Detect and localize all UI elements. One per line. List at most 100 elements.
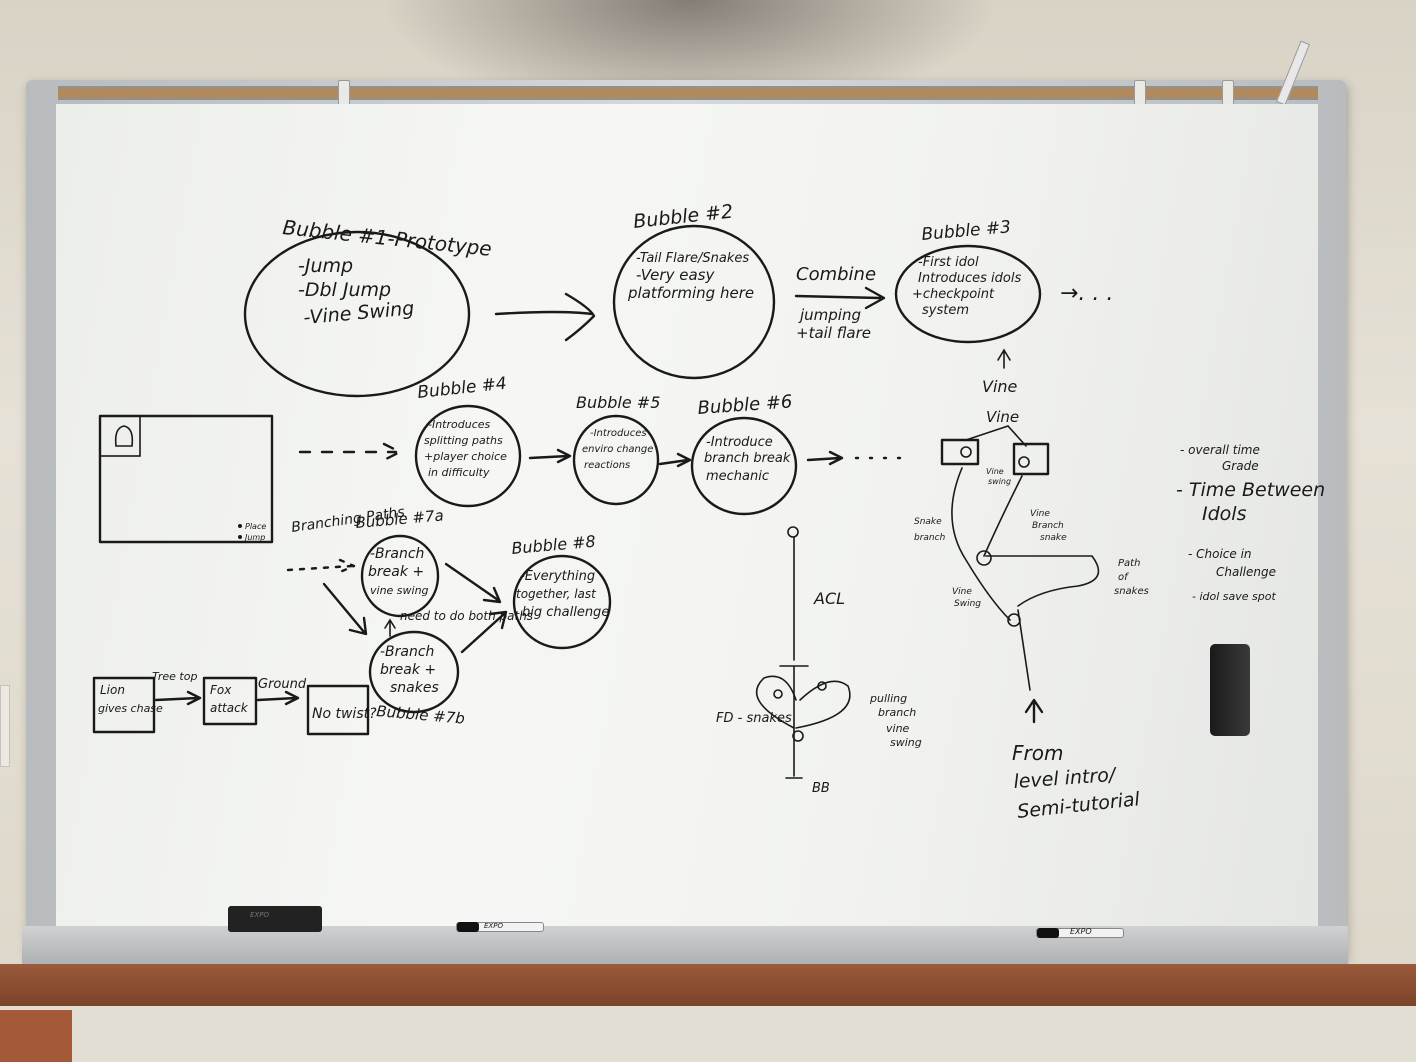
center-top-label: ACL bbox=[813, 589, 845, 608]
eraser-label: EXPO bbox=[250, 911, 269, 919]
bubble8-line: together, last bbox=[516, 587, 597, 601]
arrow-icon bbox=[494, 292, 596, 342]
arrow-icon bbox=[444, 562, 502, 604]
arrow-icon bbox=[154, 690, 202, 706]
diagram-line bbox=[779, 665, 809, 777]
bubble4-line: +player choice bbox=[424, 450, 507, 463]
bubble3-line: Introduces idols bbox=[918, 271, 1021, 286]
bubble7b-title: Bubble #7b bbox=[376, 702, 466, 728]
diagram-loop bbox=[755, 675, 797, 729]
right-label: Swing bbox=[954, 599, 981, 609]
bubble1-circle bbox=[243, 230, 471, 398]
right-from-text: level intro/ bbox=[1013, 764, 1119, 793]
bubble7b-line: -Branch bbox=[380, 644, 434, 660]
bubble5-title: Bubble #5 bbox=[576, 393, 660, 412]
eraser-icon bbox=[1210, 644, 1250, 736]
arrow-icon bbox=[256, 690, 300, 706]
note-line: - overall time bbox=[1180, 443, 1260, 457]
flow-box2-line: attack bbox=[210, 701, 249, 715]
map-legend: Place bbox=[245, 522, 266, 531]
arrow-icon bbox=[286, 558, 356, 574]
combine-line: +tail flare bbox=[796, 324, 871, 342]
note-line: Grade bbox=[1222, 459, 1259, 473]
bubble3-line: +checkpoint bbox=[912, 287, 995, 302]
legend-dot-icon bbox=[238, 535, 242, 539]
arrow-icon bbox=[528, 448, 572, 464]
bubble6-title: Bubble #6 bbox=[697, 391, 793, 419]
diagram-line bbox=[965, 425, 1027, 447]
bubble4-title: Bubble #4 bbox=[416, 374, 507, 403]
center-right-label: swing bbox=[890, 736, 922, 749]
bubble7b-circle bbox=[368, 630, 460, 714]
diagram-path bbox=[1017, 609, 1031, 691]
arrow-icon bbox=[322, 582, 368, 636]
right-label: Branch bbox=[1032, 521, 1064, 531]
arrow-icon bbox=[384, 618, 396, 637]
bubble2-line: -Tail Flare/Snakes bbox=[636, 251, 749, 266]
bubble3-circle bbox=[894, 244, 1042, 344]
center-right-label: pulling bbox=[869, 692, 907, 705]
bubble5-line: enviro change bbox=[582, 444, 653, 455]
note-line: Idols bbox=[1202, 503, 1247, 525]
diagram-node-icon bbox=[960, 446, 972, 458]
bubble8-title: Bubble #8 bbox=[511, 532, 597, 558]
bubble4-line: in difficulty bbox=[428, 466, 490, 479]
bubble7a-line: vine swing bbox=[370, 584, 429, 597]
wall-outlet bbox=[0, 685, 10, 767]
player-icon bbox=[114, 425, 134, 447]
right-box-left bbox=[940, 438, 980, 466]
flow-label1: Tree top bbox=[152, 670, 197, 683]
bubble7b-line: break + bbox=[380, 662, 436, 678]
marker-brand: EXPO bbox=[1070, 927, 1092, 936]
flow-box3: No twist? bbox=[312, 706, 377, 722]
arrow-icon bbox=[997, 348, 1011, 369]
level-map-box bbox=[98, 414, 274, 544]
marker-tray bbox=[22, 926, 1348, 970]
bubble6-line: branch break bbox=[704, 451, 791, 466]
marker-icon bbox=[1036, 928, 1124, 938]
center-left-label: FD - snakes bbox=[716, 711, 792, 726]
bubble6-line: mechanic bbox=[706, 469, 769, 484]
wall-bottom bbox=[0, 1006, 1416, 1062]
bubble4-line: splitting paths bbox=[424, 434, 503, 447]
diagram-node-icon bbox=[773, 689, 783, 699]
map-start-area bbox=[99, 415, 141, 457]
note-line: Challenge bbox=[1216, 565, 1276, 579]
bubble6-line: -Introduce bbox=[706, 435, 773, 450]
arrow-icon bbox=[298, 442, 402, 462]
branching-note: need to do both paths bbox=[400, 609, 533, 623]
bubble8-line: -Everything bbox=[520, 569, 595, 584]
right-label: Vine bbox=[986, 467, 1004, 476]
diagram-node-icon bbox=[792, 730, 804, 742]
center-bottom-label: BB bbox=[812, 781, 830, 796]
bubble1-line: -Jump bbox=[298, 255, 353, 277]
bubble7a-line: break + bbox=[368, 564, 424, 580]
bubble3-line: system bbox=[922, 303, 969, 318]
right-top-label: Vine bbox=[986, 408, 1019, 426]
arrow-icon bbox=[806, 450, 844, 466]
bubble8-line: big challenge bbox=[522, 605, 609, 620]
counter-corner bbox=[0, 1010, 72, 1062]
map-legend: Jump bbox=[243, 533, 265, 542]
bubble3-title: Bubble #3 bbox=[921, 217, 1012, 245]
arrow-icon bbox=[460, 610, 508, 654]
right-label: of bbox=[1118, 572, 1129, 583]
bubble7a-circle bbox=[360, 534, 440, 618]
right-from-text: From bbox=[1012, 741, 1063, 765]
note-line: - Choice in bbox=[1188, 547, 1252, 561]
bubble2-line: platforming here bbox=[627, 284, 754, 302]
diagram-node-icon bbox=[976, 550, 992, 566]
arrow-icon bbox=[658, 452, 692, 468]
bubble4-circle bbox=[414, 404, 522, 508]
marker-icon bbox=[456, 922, 544, 932]
right-label: snake bbox=[1040, 533, 1067, 543]
bubble8-circle bbox=[512, 554, 612, 650]
bubble5-circle bbox=[572, 414, 660, 506]
combine-line: jumping bbox=[798, 306, 861, 324]
bubble4-line: -Introduces bbox=[428, 418, 491, 431]
diagram-node-icon bbox=[787, 526, 799, 538]
diagram-node-icon bbox=[817, 681, 827, 691]
bubble2-title: Bubble #2 bbox=[632, 201, 734, 233]
right-label: Path bbox=[1118, 558, 1140, 569]
